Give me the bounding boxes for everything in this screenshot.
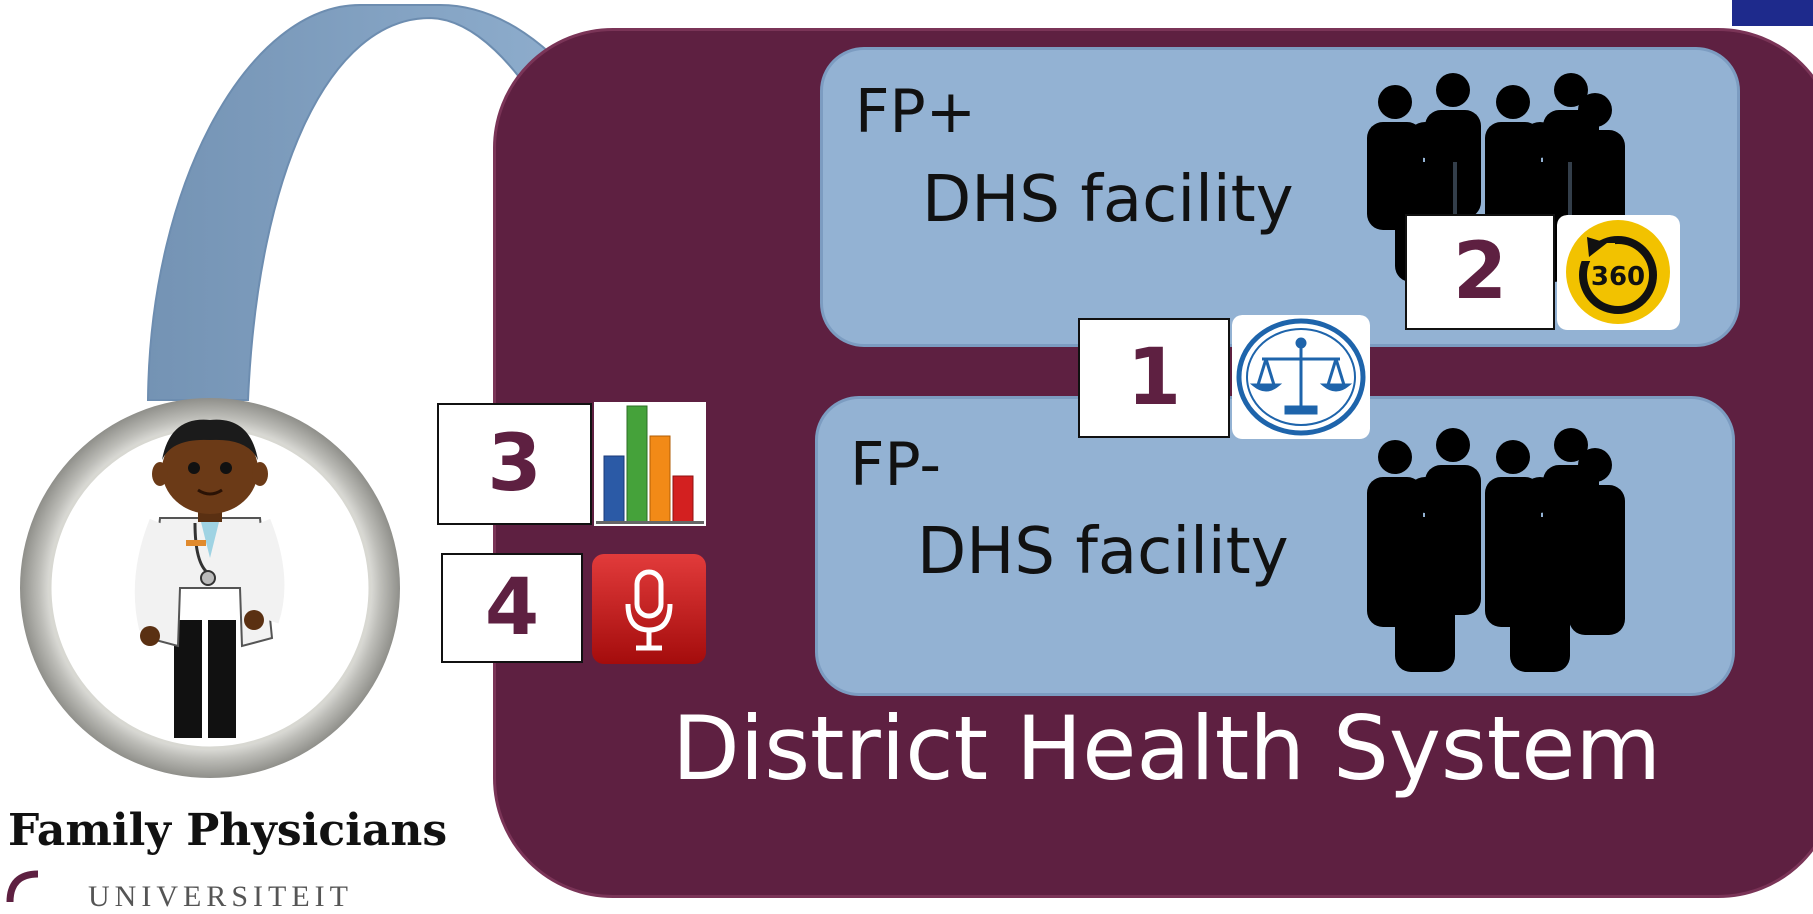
facility-type-label: FP+ — [855, 77, 976, 147]
step-number-box: 2 — [1405, 214, 1555, 330]
people-group-icon — [1367, 428, 1625, 672]
facility-name-label: DHS facility — [917, 515, 1289, 589]
bar-chart-icon — [594, 402, 706, 526]
360-rotate-icon: 360 — [1557, 215, 1680, 330]
step-number-box: 3 — [437, 403, 592, 525]
university-logo-icon — [6, 870, 39, 902]
physician-label: Family Physicians — [8, 805, 448, 856]
svg-text:360: 360 — [1591, 262, 1645, 292]
physician-avatar — [20, 398, 400, 778]
step-number-box: 4 — [441, 553, 583, 663]
facility-type-label: FP- — [850, 430, 942, 500]
corner-accent — [1732, 0, 1813, 26]
microphone-icon — [592, 554, 706, 664]
university-wordmark: UNIVERSITEIT — [88, 880, 353, 913]
step-number-box: 1 — [1078, 318, 1230, 438]
facility-name-label: DHS facility — [922, 163, 1294, 237]
system-label: District Health System — [672, 697, 1662, 800]
scales-of-justice-icon — [1232, 315, 1370, 439]
